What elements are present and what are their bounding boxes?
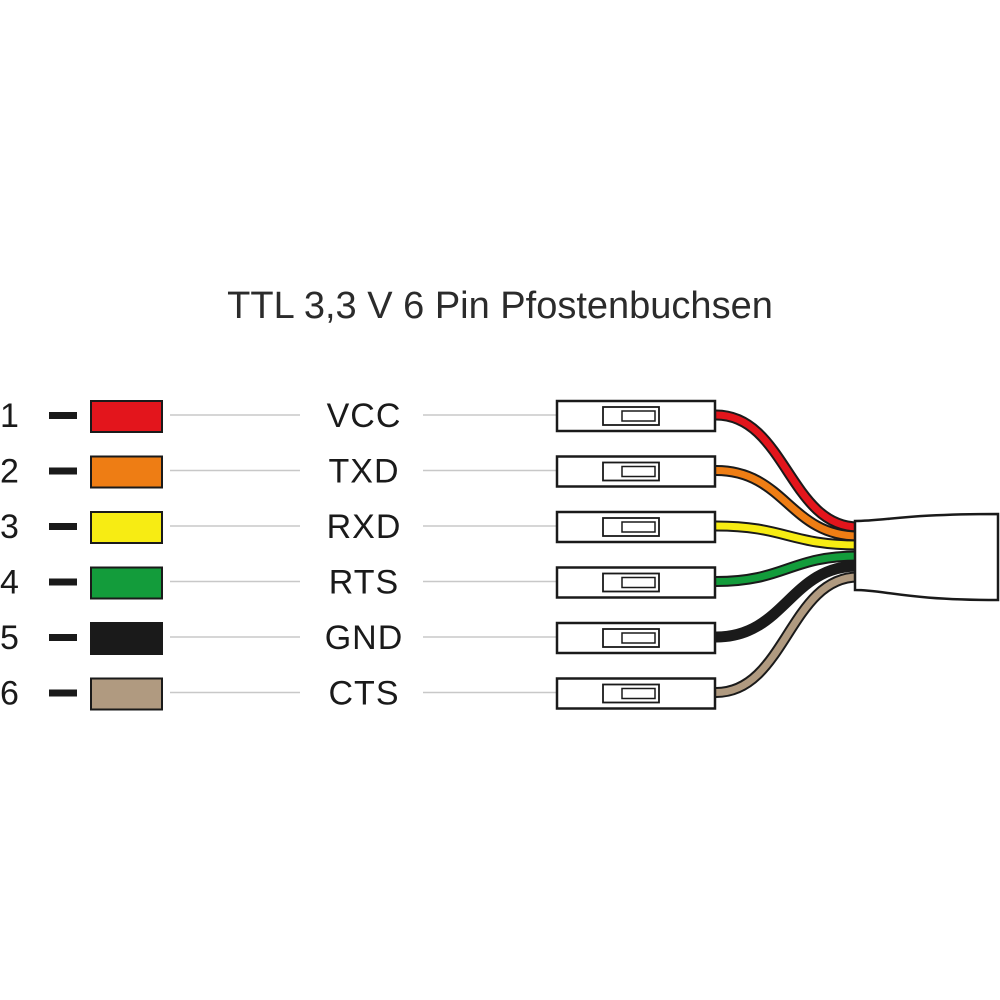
cable-jacket [853, 512, 1000, 602]
connector-contact-inner [621, 576, 656, 589]
signal-label: CTS [329, 675, 400, 713]
pin-number: 2 [0, 453, 19, 491]
signal-label: RTS [329, 564, 399, 602]
wire-gnd [712, 562, 862, 641]
wire-vcc [712, 411, 862, 531]
pin-number: 1 [0, 397, 19, 435]
color-swatch [90, 677, 163, 711]
connector-contact-inner [621, 687, 656, 700]
signal-label: TXD [329, 453, 400, 491]
pin-row-2: 2 TXD [0, 453, 717, 491]
pin-row-1: 1 VCC [0, 397, 717, 435]
connector-contact-inner [621, 410, 656, 422]
pin-row-4: 4 RTS [0, 564, 717, 602]
cable-sleeve [853, 512, 1000, 602]
pin-dash [49, 689, 77, 697]
pin-dash [49, 578, 77, 586]
connector-housing [555, 677, 717, 710]
wire-cts [712, 573, 862, 696]
wire-txd [712, 467, 862, 540]
color-swatch [90, 566, 163, 600]
pin-number: 6 [0, 675, 19, 713]
pin-row-5: 5 GND [0, 619, 717, 657]
pin-rows: 1 VCC 2 TXD 3 RXD 4 RTS 5 GND 6 CTS [0, 397, 717, 713]
signal-label: GND [325, 619, 404, 657]
pin-number: 5 [0, 619, 19, 657]
diagram-title: TTL 3,3 V 6 Pin Pfostenbuchsen [227, 285, 773, 327]
pin-number: 3 [0, 508, 19, 546]
pin-number: 4 [0, 564, 19, 602]
connector-contact-inner [621, 632, 656, 644]
pin-row-3: 3 RXD [0, 508, 717, 546]
connector-contact-inner [621, 521, 656, 533]
color-swatch [90, 511, 163, 544]
color-swatch [90, 400, 163, 433]
pin-dash [49, 467, 77, 475]
color-swatch [90, 622, 163, 655]
pin-dash [49, 634, 77, 641]
color-swatch [90, 455, 163, 489]
signal-label: VCC [327, 397, 402, 435]
pin-dash [49, 523, 77, 530]
pin-row-6: 6 CTS [0, 675, 717, 713]
wire-rts [712, 552, 862, 585]
connector-contact-inner [621, 465, 656, 478]
pin-dash [49, 412, 77, 419]
wire-bundle [710, 409, 864, 698]
wire-rxd [712, 522, 862, 549]
connector-housing [555, 510, 717, 544]
signal-label: RXD [327, 508, 402, 546]
